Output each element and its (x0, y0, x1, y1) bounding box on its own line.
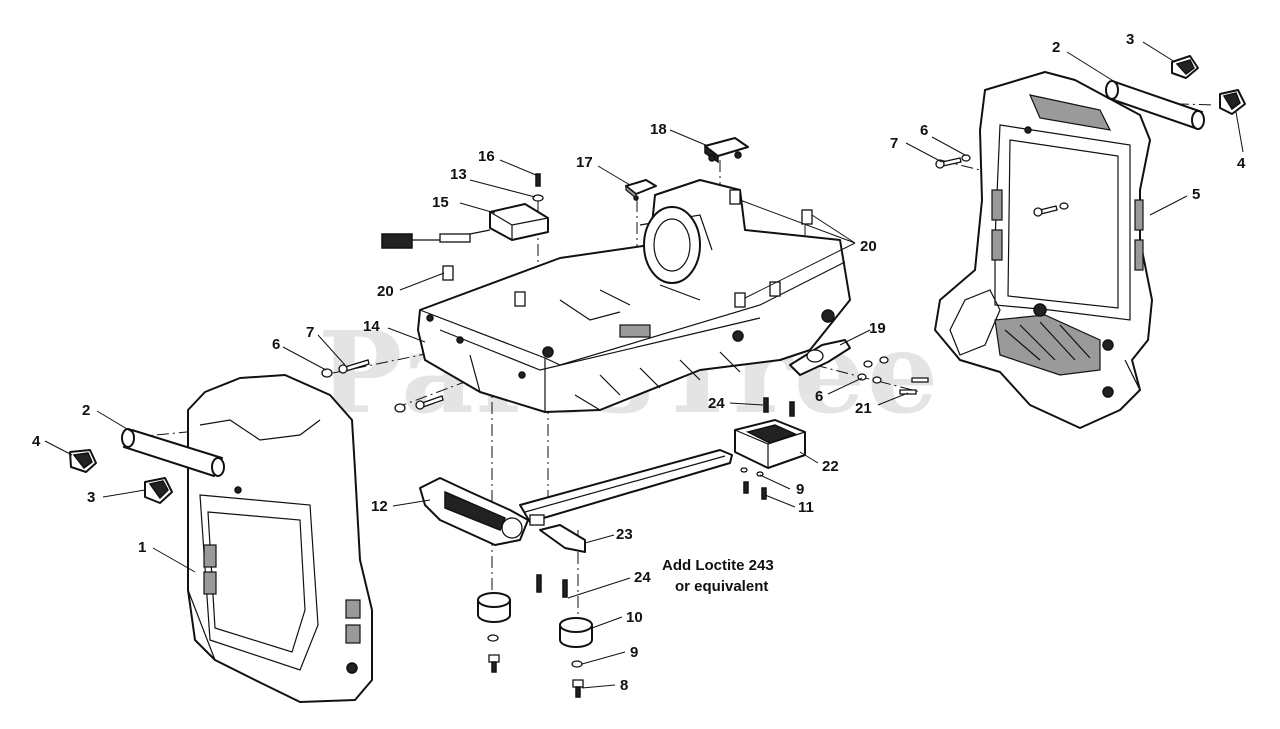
callout-4-right: 4 (1237, 155, 1246, 172)
callout-7-right: 7 (890, 135, 898, 152)
callout-6-right-top: 6 (920, 122, 928, 139)
leader-lines (44, 41, 1244, 689)
part-22-block (734, 419, 806, 469)
part-20-clips (442, 189, 813, 308)
part-17-bracket (625, 179, 657, 201)
part-7-left-screw-b (415, 395, 444, 410)
part-24-bottom-screws (536, 574, 568, 598)
part-8-bolts (488, 654, 584, 698)
part-19-bracket (789, 339, 851, 376)
callout-8: 8 (620, 677, 628, 694)
part-11-screws (743, 481, 767, 500)
part-9-bottom-washers (487, 634, 583, 668)
part-21-bolts (899, 377, 929, 395)
part-7-right-screws (935, 157, 1058, 217)
part-4-left-cap (69, 449, 97, 473)
callout-13: 13 (450, 166, 467, 183)
callout-6-right-bottom: 6 (815, 388, 823, 405)
callout-1: 1 (138, 539, 146, 556)
callout-18: 18 (650, 121, 667, 138)
part-13-washer (532, 194, 544, 202)
callout-22: 22 (822, 458, 839, 475)
callout-labels: 1 2 3 4 6 7 14 12 13 15 16 17 18 20 20 1… (32, 31, 1246, 694)
part-6-left-washer-b (394, 403, 406, 413)
callout-15: 15 (432, 194, 449, 211)
part-1-left-cover (187, 374, 373, 703)
part-24-top-screws (763, 397, 795, 417)
callout-3-right: 3 (1126, 31, 1134, 48)
callout-9-right: 9 (796, 481, 804, 498)
callout-20-left: 20 (377, 283, 394, 300)
part-7-left-screw (338, 359, 370, 374)
callout-24-top: 24 (708, 395, 725, 412)
callout-12: 12 (371, 498, 388, 515)
part-15-module (381, 203, 549, 249)
part-6-left-washer (321, 368, 333, 378)
callout-6-left: 6 (272, 336, 280, 353)
callout-3-left: 3 (87, 489, 95, 506)
callout-2-right: 2 (1052, 39, 1060, 56)
loctite-note: Add Loctite 243 or equivalent (662, 557, 774, 595)
part-2-right-bar (1105, 80, 1205, 130)
part-23-bracket (539, 524, 586, 553)
part-5-right-cover (934, 71, 1153, 429)
callout-2-left: 2 (82, 402, 90, 419)
part-3-right-cap (1171, 55, 1199, 79)
note-line-2: or equivalent (675, 578, 768, 595)
callout-19: 19 (869, 320, 886, 337)
callout-4-left: 4 (32, 433, 41, 450)
part-3-left-cap (144, 477, 173, 504)
callout-24-bottom: 24 (634, 569, 651, 586)
callout-21: 21 (855, 400, 872, 417)
callout-23: 23 (616, 526, 633, 543)
callout-16: 16 (478, 148, 495, 165)
callout-11: 11 (798, 499, 814, 516)
note-line-1: Add Loctite 243 (662, 557, 774, 574)
part-14-main-frame (417, 179, 851, 413)
callout-9-bottom: 9 (630, 644, 638, 661)
callout-10: 10 (626, 609, 643, 626)
part-6-right-top-washers (961, 154, 1069, 210)
callout-17: 17 (576, 154, 593, 171)
callout-5: 5 (1192, 186, 1200, 203)
part-12-handle-rail (419, 449, 733, 546)
part-9-right-washers (740, 467, 764, 477)
part-16-screw (535, 173, 541, 187)
part-10-rubber-feet (477, 592, 593, 648)
callout-20-right: 20 (860, 238, 877, 255)
callout-14: 14 (363, 318, 380, 335)
part-4-right-cap (1219, 89, 1246, 115)
part-2-left-bar (121, 428, 225, 477)
callout-7-left: 7 (306, 324, 314, 341)
part-18-bracket (704, 137, 749, 164)
